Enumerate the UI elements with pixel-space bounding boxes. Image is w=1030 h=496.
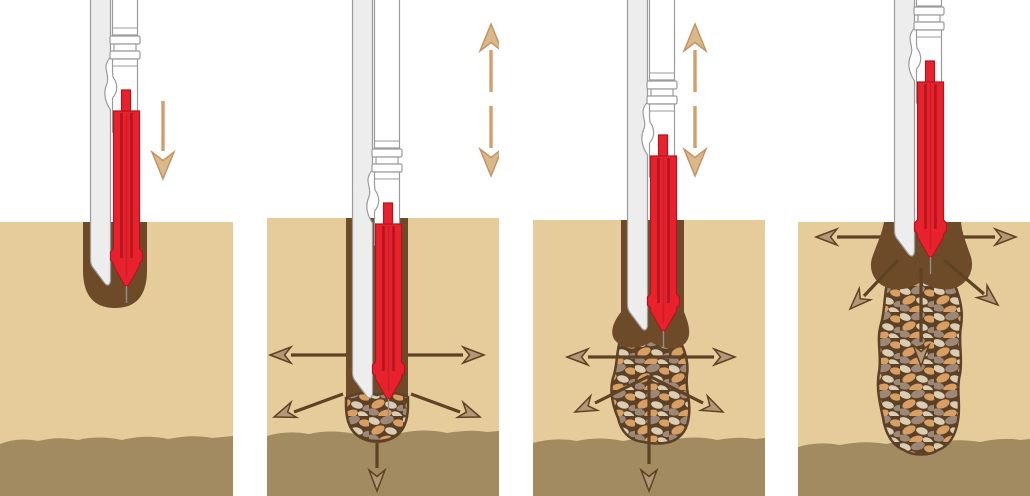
up-down-arrow-icon — [479, 23, 499, 177]
stone-column — [344, 391, 410, 443]
stage-panel-3 — [533, 0, 765, 496]
compaction-arrows — [843, 258, 1004, 367]
compaction-arrows — [269, 346, 485, 492]
borehole-cavity — [870, 222, 973, 290]
compaction-arrows — [566, 348, 736, 492]
down-arrow-icon — [151, 101, 175, 180]
stage-panel-1 — [0, 0, 233, 496]
stage-panel-4 — [798, 0, 1030, 496]
vibroflot-tool — [626, 0, 681, 350]
up-down-arrow-icon — [683, 23, 707, 177]
vibroflot-tool — [351, 0, 406, 418]
subsoil-layer — [267, 430, 499, 496]
subsoil-layer — [798, 438, 1030, 496]
vibroflot-tool — [893, 0, 948, 276]
stage-panel-2 — [267, 0, 499, 496]
vibroflot-tool — [89, 0, 144, 305]
subsoil-layer — [0, 436, 233, 496]
subsoil-layer — [533, 437, 765, 496]
